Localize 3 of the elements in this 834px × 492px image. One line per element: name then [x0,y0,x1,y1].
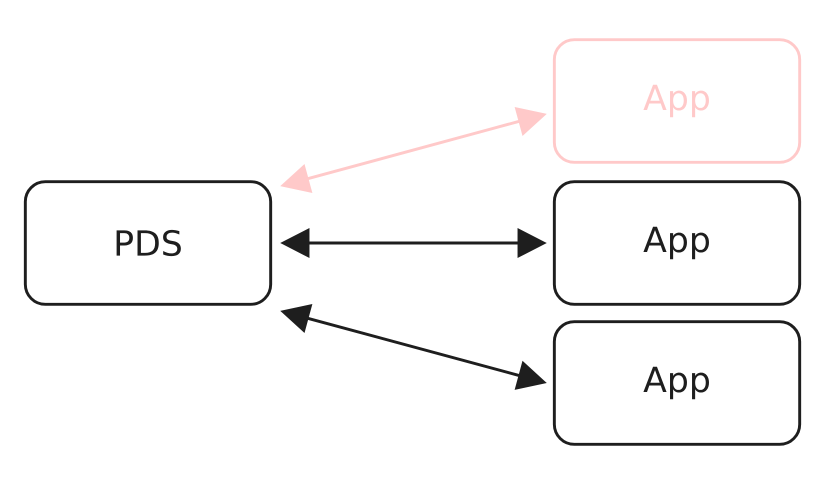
process-box: App [552,180,802,306]
process-box: PDS [24,180,272,306]
process-box: App [552,320,802,446]
